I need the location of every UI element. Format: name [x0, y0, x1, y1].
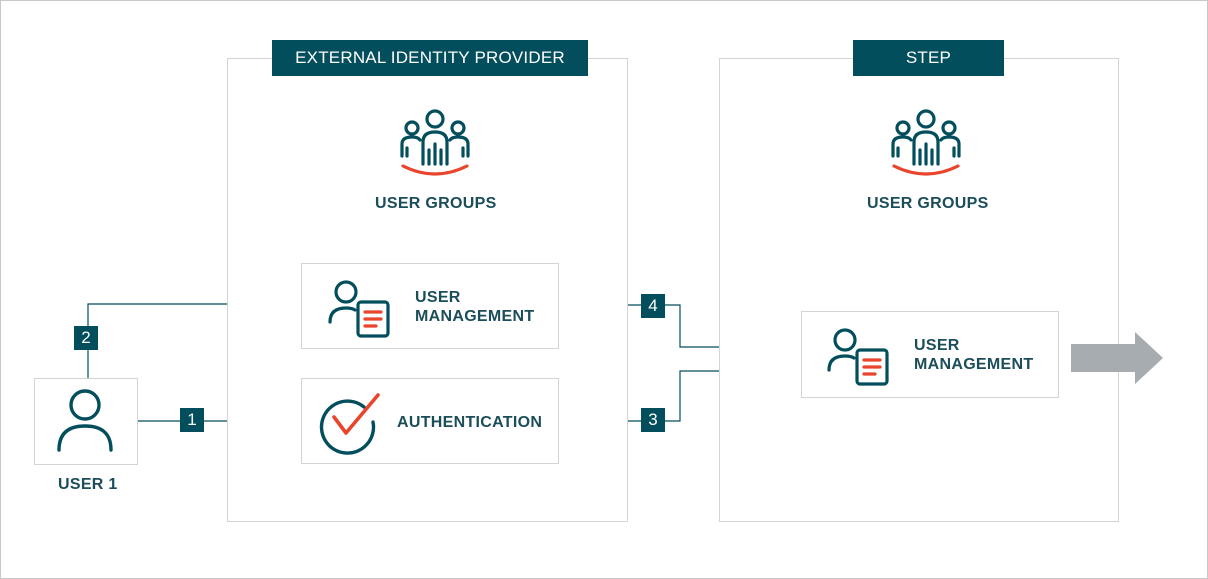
- arrow-right-icon: [1071, 332, 1163, 384]
- user-icon: [57, 389, 113, 452]
- external-user-groups-label: USER GROUPS: [375, 195, 497, 212]
- idp-user-management-box[interactable]: [301, 263, 559, 349]
- step-badge-3: 3: [641, 408, 665, 432]
- step-user-management-line1: USER: [914, 337, 960, 354]
- step-badge-1: 1: [180, 408, 204, 432]
- user-groups-icon: [400, 109, 470, 176]
- user-management-icon: [328, 280, 390, 338]
- step-badge-2: 2: [74, 326, 98, 350]
- check-circle-icon: [319, 393, 380, 455]
- authentication-box[interactable]: [301, 378, 559, 464]
- external-idp-title: EXTERNAL IDENTITY PROVIDER: [272, 40, 588, 76]
- step-user-management-line2: MANAGEMENT: [914, 356, 1034, 373]
- user1-label: USER 1: [58, 476, 118, 493]
- user-groups-icon: [891, 109, 961, 176]
- user-management-icon: [827, 328, 889, 386]
- step-user-groups-label: USER GROUPS: [867, 195, 989, 212]
- idp-user-management-line1: USER: [415, 289, 461, 306]
- idp-user-management-line2: MANAGEMENT: [415, 308, 535, 325]
- authentication-label: AUTHENTICATION: [397, 414, 543, 431]
- step-badge-4: 4: [641, 294, 665, 318]
- step-title: STEP: [853, 40, 1004, 76]
